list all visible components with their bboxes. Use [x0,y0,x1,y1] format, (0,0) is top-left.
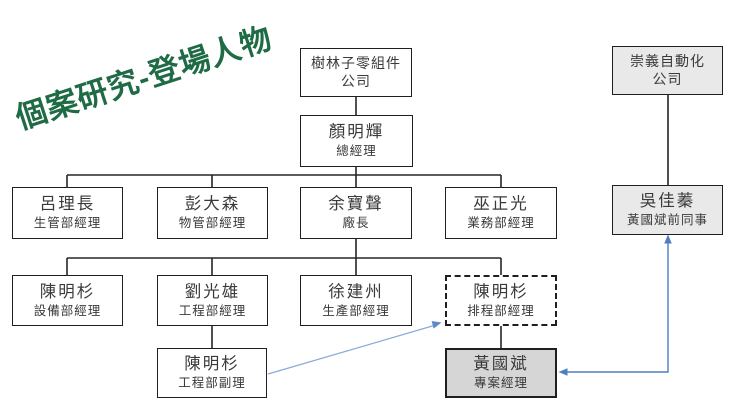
person-name: 陳明杉 [184,355,240,374]
person-name: 陳明杉 [39,282,96,301]
person-name: 徐建州 [328,282,384,301]
blue-arrow-chendeputy-chensched [267,324,435,375]
person-name: 彭大森 [184,195,241,214]
org-box-yan-minghui: 顏明輝 總經理 [300,115,413,167]
org-box-huang-guobin: 黃國斌 專案經理 [445,348,557,398]
person-title: 生管部經理 [33,216,102,230]
org-box-chen-mingshan-deputy: 陳明杉 工程部副理 [157,348,267,398]
person-title: 業務部經理 [467,216,535,230]
person-title: 總經理 [336,144,377,158]
person-name: 劉光雄 [184,282,241,301]
person-name: 呂理長 [39,195,96,214]
blue-arrow-wujiazhen-huang [565,242,669,373]
person-title: 物管部經理 [178,216,247,230]
person-name: 巫正光 [473,195,529,214]
reporting-lines [66,95,669,348]
org-box-chen-mingshan-equipment: 陳明杉 設備部經理 [12,275,123,326]
company-name-line1: 崇義自動化 [630,53,705,69]
company-name-line2: 公司 [652,70,683,87]
org-box-chongyi-company: 崇義自動化 公司 [612,46,723,95]
person-name: 余寶聲 [328,195,384,214]
org-box-wu-zhengguang: 巫正光 業務部經理 [445,187,557,239]
person-name: 吳佳蓁 [639,192,696,211]
person-name: 黃國斌 [473,355,529,374]
person-title: 黃國斌前同事 [626,213,708,227]
org-box-chen-mingshan-scheduling: 陳明杉 排程部經理 [445,275,557,326]
org-box-peng-dasen: 彭大森 物管部經理 [157,187,268,239]
person-title: 工程部副理 [178,376,246,390]
org-box-wu-jiazhen: 吳佳蓁 黃國斌前同事 [612,185,723,235]
org-box-shulin-company: 樹林子零組件 公司 [300,48,412,97]
org-box-yu-baosheng: 余寶聲 廠長 [300,187,412,239]
person-title: 設備部經理 [33,303,102,318]
blue-arrowheads [558,234,672,376]
person-name: 陳明杉 [473,282,529,301]
company-name-line1: 樹林子零組件 [311,55,401,71]
blue-arrowhead-diagonal [431,321,442,329]
person-title: 排程部經理 [467,303,535,318]
person-title: 廠長 [342,216,370,230]
person-title: 專案經理 [473,376,528,390]
company-name-line2: 公司 [341,72,371,89]
org-box-liu-guangxiong: 劉光雄 工程部經理 [157,275,268,326]
person-name: 顏明輝 [328,123,385,142]
org-box-xu-jianzhou: 徐建州 生產部經理 [300,275,412,326]
person-title: 生產部經理 [322,303,390,318]
org-box-lu-lichang: 呂理長 生管部經理 [12,187,123,239]
person-title: 工程部經理 [178,303,247,318]
